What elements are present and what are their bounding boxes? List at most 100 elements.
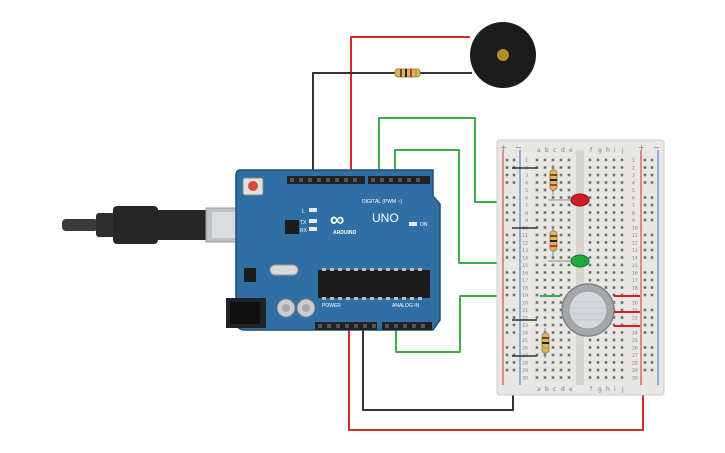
rail-hole[interactable]	[650, 233, 654, 237]
rail-hole[interactable]	[505, 361, 509, 364]
breadboard-hole[interactable]	[620, 158, 624, 162]
breadboard-hole[interactable]	[604, 166, 608, 169]
rail-hole[interactable]	[505, 308, 509, 312]
breadboard-hole[interactable]	[559, 188, 563, 192]
rail-hole[interactable]	[512, 308, 516, 312]
rail-hole[interactable]	[650, 316, 654, 319]
breadboard-hole[interactable]	[588, 361, 592, 364]
rail-hole[interactable]	[505, 233, 509, 237]
wire-green-sensor[interactable]	[395, 295, 552, 353]
breadboard-hole[interactable]	[620, 241, 624, 244]
breadboard-hole[interactable]	[620, 286, 624, 289]
breadboard-hole[interactable]	[543, 301, 547, 304]
breadboard-hole[interactable]	[596, 353, 600, 357]
breadboard-hole[interactable]	[559, 196, 563, 199]
breadboard-hole[interactable]	[559, 346, 563, 349]
rail-hole[interactable]	[512, 218, 516, 222]
breadboard-hole[interactable]	[543, 173, 547, 177]
breadboard-hole[interactable]	[535, 263, 539, 267]
breadboard-hole[interactable]	[596, 226, 600, 229]
rail-hole[interactable]	[643, 353, 647, 357]
breadboard-hole[interactable]	[535, 248, 539, 252]
rail-hole[interactable]	[512, 248, 516, 252]
breadboard-hole[interactable]	[612, 173, 616, 177]
breadboard-hole[interactable]	[612, 233, 616, 237]
breadboard-hole[interactable]	[543, 188, 547, 192]
breadboard-hole[interactable]	[596, 256, 600, 259]
breadboard-hole[interactable]	[596, 158, 600, 162]
breadboard-hole[interactable]	[604, 248, 608, 252]
breadboard-hole[interactable]	[559, 338, 563, 342]
rail-hole[interactable]	[505, 256, 509, 259]
rail-hole[interactable]	[505, 203, 509, 207]
breadboard-hole[interactable]	[620, 316, 624, 319]
breadboard-hole[interactable]	[551, 353, 555, 357]
breadboard-hole[interactable]	[612, 286, 616, 289]
breadboard-hole[interactable]	[559, 248, 563, 252]
breadboard-hole[interactable]	[596, 278, 600, 282]
breadboard-hole[interactable]	[612, 353, 616, 357]
breadboard-hole[interactable]	[535, 203, 539, 207]
breadboard-hole[interactable]	[604, 256, 608, 259]
breadboard-hole[interactable]	[535, 361, 539, 364]
breadboard-hole[interactable]	[612, 338, 616, 342]
rail-hole[interactable]	[512, 361, 516, 364]
breadboard-hole[interactable]	[559, 353, 563, 357]
breadboard-hole[interactable]	[551, 218, 555, 222]
breadboard-hole[interactable]	[551, 331, 555, 334]
breadboard-hole[interactable]	[604, 181, 608, 184]
rail-hole[interactable]	[512, 353, 516, 357]
breadboard-hole[interactable]	[620, 173, 624, 177]
rail-hole[interactable]	[505, 271, 509, 274]
breadboard-hole[interactable]	[604, 346, 608, 349]
rail-hole[interactable]	[505, 241, 509, 244]
rail-hole[interactable]	[643, 218, 647, 222]
breadboard-hole[interactable]	[559, 233, 563, 237]
breadboard-hole[interactable]	[535, 323, 539, 327]
breadboard-hole[interactable]	[612, 376, 616, 379]
rail-hole[interactable]	[650, 286, 654, 289]
breadboard-hole[interactable]	[596, 376, 600, 379]
rail-hole[interactable]	[650, 361, 654, 364]
rail-hole[interactable]	[643, 203, 647, 207]
breadboard-hole[interactable]	[567, 353, 571, 357]
breadboard-hole[interactable]	[567, 368, 571, 372]
rail-hole[interactable]	[650, 293, 654, 297]
breadboard-hole[interactable]	[588, 181, 592, 184]
breadboard-hole[interactable]	[604, 338, 608, 342]
rail-hole[interactable]	[643, 293, 647, 297]
breadboard-hole[interactable]	[604, 226, 608, 229]
breadboard-hole[interactable]	[596, 196, 600, 199]
breadboard-hole[interactable]	[551, 196, 555, 199]
breadboard-hole[interactable]	[559, 301, 563, 304]
rail-hole[interactable]	[512, 211, 516, 214]
rail-hole[interactable]	[650, 271, 654, 274]
breadboard-hole[interactable]	[559, 361, 563, 364]
rail-hole[interactable]	[512, 158, 516, 162]
wire-red-5v[interactable]	[348, 328, 644, 431]
breadboard-hole[interactable]	[588, 263, 592, 267]
rail-hole[interactable]	[505, 331, 509, 334]
rail-hole[interactable]	[505, 368, 509, 372]
breadboard-hole[interactable]	[620, 203, 624, 207]
breadboard-hole[interactable]	[612, 158, 616, 162]
breadboard-hole[interactable]	[620, 181, 624, 184]
breadboard-hole[interactable]	[620, 346, 624, 349]
breadboard-hole[interactable]	[567, 241, 571, 244]
breadboard-hole[interactable]	[620, 376, 624, 379]
breadboard-hole[interactable]	[620, 278, 624, 282]
breadboard-hole[interactable]	[612, 218, 616, 222]
breadboard-hole[interactable]	[543, 158, 547, 162]
breadboard-hole[interactable]	[604, 376, 608, 379]
breadboard-hole[interactable]	[559, 263, 563, 267]
breadboard-hole[interactable]	[535, 368, 539, 372]
breadboard-hole[interactable]	[543, 181, 547, 184]
breadboard-hole[interactable]	[612, 248, 616, 252]
rail-hole[interactable]	[505, 211, 509, 214]
breadboard-hole[interactable]	[543, 196, 547, 199]
rail-hole[interactable]	[643, 211, 647, 214]
breadboard-hole[interactable]	[551, 203, 555, 207]
breadboard-hole[interactable]	[604, 368, 608, 372]
breadboard-hole[interactable]	[588, 203, 592, 207]
breadboard-hole[interactable]	[588, 158, 592, 162]
